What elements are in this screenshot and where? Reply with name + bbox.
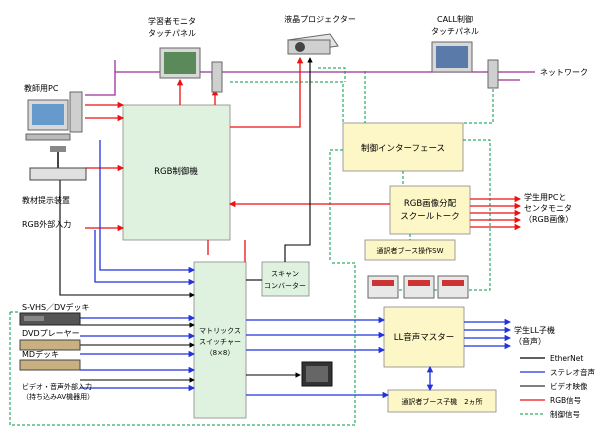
call-panel-label-1: CALL制御 — [437, 14, 473, 24]
rgb-input-label: RGB外部入力 — [22, 219, 71, 229]
vhs-deck-label: S-VHS／DVデッキ — [22, 302, 90, 312]
booth-sub-label: 通訳者ブース子機 2ヵ所 — [401, 397, 482, 406]
legend-video: ビデオ映像 — [550, 381, 588, 391]
legend-control: 制御信号 — [550, 409, 580, 419]
matrix-switcher-box — [193, 261, 247, 419]
rgb-distributor-label-1: RGB画像分配 — [404, 198, 457, 209]
student-ll-label-2: （音声） — [514, 336, 546, 346]
scan-converter-label-1: スキャン — [271, 270, 299, 278]
learner-monitor-label-2: タッチパネル — [148, 29, 196, 38]
student-pc-label-3: （RGB画像） — [524, 214, 573, 224]
scan-converter-box — [261, 261, 310, 297]
booth-sw-label: 通訳者ブース操作SW — [376, 246, 443, 255]
student-ll-label-1: 学生LL子機 — [514, 325, 555, 335]
scan-converter-label-2: コンバーター — [264, 281, 306, 290]
matrix-label-2: スイッチャー — [199, 338, 241, 346]
learner-monitor-label-1: 学習者モニタ — [148, 16, 196, 26]
tv-monitor-icon — [301, 361, 333, 387]
matrix-label-1: マトリックス — [199, 327, 241, 335]
call-panel-icon — [431, 41, 499, 89]
rgb-distributor-label-2: スクールトーク — [400, 212, 460, 222]
projector-label: 液晶プロジェクター — [284, 14, 356, 24]
md-icon — [19, 359, 81, 371]
video-lines — [59, 57, 313, 383]
network-label: ネットワーク — [540, 68, 588, 77]
visualizer-label: 教材提示装置 — [22, 195, 70, 205]
visualizer-icon — [29, 146, 87, 181]
av-input-label-1: ビデオ・音声外部入力 — [22, 382, 92, 391]
legend-rgb: RGB信号 — [550, 395, 581, 405]
projector-icon — [287, 33, 339, 55]
learner-monitor-icon — [159, 47, 223, 93]
rgb-distributor-box — [389, 185, 471, 235]
ll-master-box — [383, 306, 465, 368]
vhs-deck-icon — [19, 312, 81, 326]
student-pc-label-2: センタモニタ — [524, 204, 572, 213]
control-interface-label: 制御インターフェース — [361, 143, 445, 154]
legend-ethernet: EtherNet — [550, 354, 583, 363]
student-pc-label-1: 学生用PCと — [524, 192, 566, 202]
dvd-label: DVDプレーヤー — [22, 329, 80, 338]
control-lines — [9, 64, 494, 426]
teacher-pc-icon — [25, 91, 83, 141]
call-panel-label-2: タッチパネル — [431, 27, 479, 36]
booth-sub-box — [387, 389, 497, 413]
booth-panel-icons — [367, 275, 469, 299]
audio-lines — [80, 140, 512, 399]
legend-audio: ステレオ音声 — [550, 367, 595, 377]
legend: EtherNet ステレオ音声 ビデオ映像 RGB信号 制御信号 — [520, 354, 595, 419]
md-label: MDデッキ — [22, 349, 59, 359]
rgb-control-label: RGB制御機 — [154, 166, 198, 177]
rgb-control-box — [122, 104, 231, 241]
teacher-pc-label: 教師用PC — [24, 83, 59, 93]
ll-master-label: LL音声マスター — [394, 332, 454, 343]
dvd-icon — [19, 339, 81, 351]
av-input-label-2: （持ち込みAV機器用） — [22, 392, 94, 401]
control-interface-box — [342, 122, 464, 172]
matrix-label-3: （8×8） — [206, 349, 235, 357]
